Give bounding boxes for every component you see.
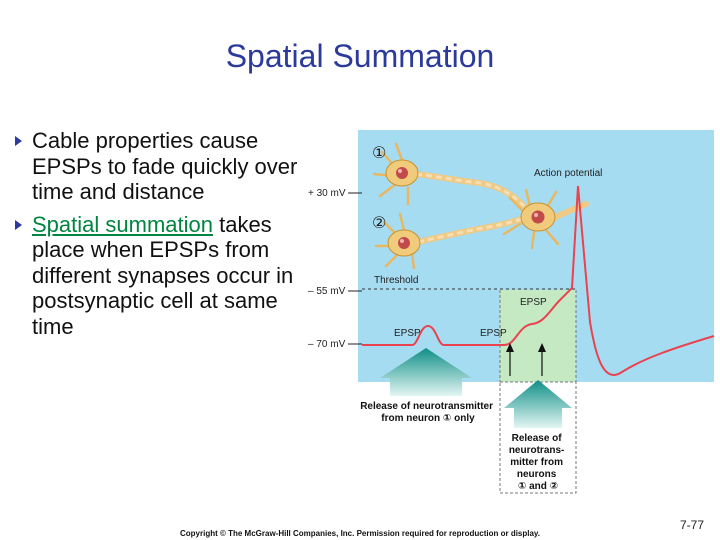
- epsp-top-label: EPSP: [520, 297, 547, 308]
- release-arrow-both-neurons-icon: [504, 380, 572, 428]
- mv-minus70-label: – 70 mV: [308, 339, 346, 350]
- stimulus-arrows: [506, 343, 546, 376]
- copyright-notice: Copyright © The McGraw-Hill Companies, I…: [179, 529, 541, 538]
- bullet-text: takes place when EPSPs from different sy…: [32, 211, 294, 339]
- spatial-summation-figure: ① ② + 30 mV – 55 mV – 70 mV Threshold Ac…: [304, 126, 718, 496]
- release-arrow-neuron-1-icon: [380, 348, 472, 396]
- mv-plus30-label: + 30 mV: [308, 188, 346, 199]
- bullet-item: Spatial summation takes place when EPSPs…: [12, 212, 304, 340]
- mv-minus55-label: – 55 mV: [308, 286, 346, 297]
- neuron-1: [372, 142, 527, 209]
- neuron-1-marker: ①: [372, 145, 386, 162]
- page-number: 7-77: [679, 518, 704, 532]
- membrane-potential-trace: [362, 185, 715, 376]
- slide-title: Spatial Summation: [225, 38, 495, 74]
- epsp-left-label: EPSP: [394, 328, 421, 339]
- postsynaptic-neuron: [502, 188, 589, 250]
- bullet-item: Cable properties cause EPSPs to fade qui…: [12, 128, 304, 205]
- release-both-caption: Release of neurotrans- mitter from neuro…: [509, 433, 567, 492]
- action-potential-label: Action potential: [534, 168, 602, 179]
- bullet-list: Cable properties cause EPSPs to fade qui…: [12, 128, 304, 346]
- neuron-2-marker: ②: [372, 215, 386, 232]
- epsp-middle-label: EPSP: [480, 328, 507, 339]
- neuron-2: [374, 212, 529, 270]
- bullet-arrow-icon: [15, 136, 22, 146]
- summation-zone: [500, 290, 576, 382]
- bullet-arrow-icon: [15, 219, 22, 230]
- spatial-summation-link[interactable]: Spatial summation: [32, 211, 213, 237]
- bullet-text: Cable properties cause EPSPs to fade qui…: [32, 128, 298, 204]
- figure-svg: ① ② + 30 mV – 55 mV – 70 mV Threshold Ac…: [308, 130, 715, 494]
- release-one-caption: Release of neurotransmitter from neuron …: [360, 401, 496, 424]
- threshold-label: Threshold: [374, 275, 418, 286]
